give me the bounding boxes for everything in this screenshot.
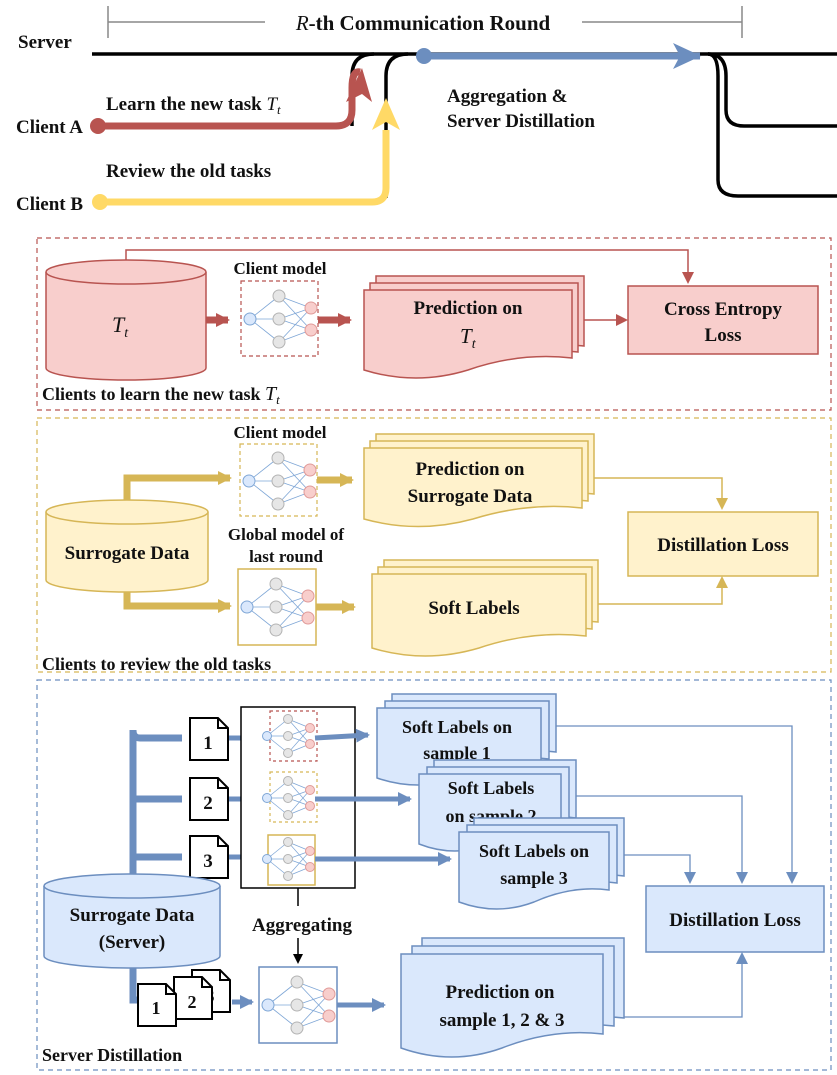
panel-review-old-tasks: Surrogate Data Client model Global model… [36,417,832,674]
surrogate-to-sample1-branch [129,729,182,880]
database-surrogate-server [43,873,221,969]
samples-stack-label-2: 2 [188,992,197,1012]
database-surrogate-server-line2: (Server) [99,932,165,953]
review-old-tasks-label: Review the old tasks [106,161,271,182]
panel-server-caption: Server Distillation [42,1045,182,1065]
client-model-label-new: Client model [233,259,326,278]
client-a-arrowhead [346,68,372,102]
prediction-new-task-line1: Prediction on [414,298,523,319]
panel-learn-new-task: Tt Client model Prediction on Tt Cross E… [36,237,832,411]
surrogate-to-client-model-arrow [123,471,232,500]
panel-review-caption: Clients to review the old tasks [42,654,271,674]
prediction-server-line1: Prediction on [446,982,555,1003]
timeline-section: R-th Communication Round Server Client A… [16,6,837,215]
soft-labels-1-to-loss-arrow [556,725,798,884]
neural-network-icon [242,451,317,511]
cross-entropy-loss-line1: Cross Entropy [664,299,783,320]
soft-labels-sample-1-line1: Soft Labels on [402,717,512,737]
distillation-loss-box-review [627,511,819,577]
panel-new-task-border [36,237,832,411]
soft-labels-to-distillation-arrow [598,576,728,605]
soft-labels-sample-2-line1: Soft Labels [448,778,535,798]
soft-labels-sample-1-line2: sample 1 [423,743,491,763]
soft-labels-2-to-loss-arrow [576,795,748,884]
prediction-surrogate-stack [363,433,595,528]
client-b-upload-curve [384,52,409,198]
server-label: Server [18,32,72,53]
soft-labels-3-to-loss-arrow [624,854,696,884]
panel-review-border [36,417,832,673]
label-to-loss-arrow [125,249,694,284]
aggregation-label-line2: Server Distillation [447,111,595,132]
prediction-new-task-stack [363,275,585,379]
cross-entropy-loss-line2: Loss [705,325,742,346]
samples-stack-label-1: 1 [152,998,161,1018]
prediction-surrogate-line2: Surrogate Data [408,486,533,507]
prediction-server-line2: sample 1, 2 & 3 [439,1010,564,1031]
global-model-label-line1: Global model of [228,525,345,544]
client-b-arrow [100,130,390,206]
distillation-loss-label-review: Distillation Loss [657,535,788,556]
database-surrogate-label: Surrogate Data [65,543,190,564]
panel-server-distillation: 1 2 3 Soft Labels on sample 1 [36,679,832,1071]
soft-labels-sample-3-line1: Soft Labels on [479,841,589,861]
client-b-arrowhead [372,98,400,130]
neural-network-icon [243,289,318,349]
client-b-label: Client B [16,194,83,215]
round-title: R-th Communication Round [295,11,551,35]
client-model-label-review: Client model [233,423,326,442]
aggregation-start-dot [416,48,432,64]
client-b-dot [92,194,108,210]
client-a-dot [90,118,106,134]
client-a-label: Client A [16,117,83,138]
learn-new-task-label: Learn the new task Tt [106,94,281,117]
server-to-client-curve-2 [707,52,837,198]
distillation-loss-label-server: Distillation Loss [669,910,800,931]
prediction-to-loss-arrow-server [624,952,748,1018]
sample-3-label: 3 [203,851,213,872]
database-surrogate [45,499,209,593]
soft-labels-label: Soft Labels [428,598,519,619]
database-task [45,259,207,381]
soft-labels-sample-3-stack [458,817,625,910]
distillation-loss-box-server [645,885,825,953]
server-to-client-curve-1 [707,52,837,128]
global-model-label-line2: last round [249,547,323,566]
prediction-surrogate-line1: Prediction on [416,459,525,480]
model-1-to-soft-labels-arrow [314,728,370,743]
sample-2-label: 2 [203,793,213,814]
prediction-server-stack [400,937,625,1058]
prediction-to-distillation-arrow [594,477,728,510]
surrogate-to-global-model-arrow [123,592,232,613]
database-surrogate-server-line1: Surrogate Data [70,905,195,926]
soft-labels-stack [371,559,599,657]
aggregating-label: Aggregating [252,915,352,936]
cross-entropy-loss-box [627,285,819,355]
client-a-arrow [98,68,361,130]
soft-labels-sample-3-line2: sample 3 [500,868,568,888]
aggregation-label-line1: Aggregation & [447,86,568,107]
sample-1-label: 1 [203,733,213,754]
panel-server-border [36,679,832,1071]
prediction-new-task-symbol: Tt [460,324,477,352]
panel-new-task-caption: Clients to learn the new task Tt [42,383,280,407]
database-task-label: Tt [112,312,129,341]
